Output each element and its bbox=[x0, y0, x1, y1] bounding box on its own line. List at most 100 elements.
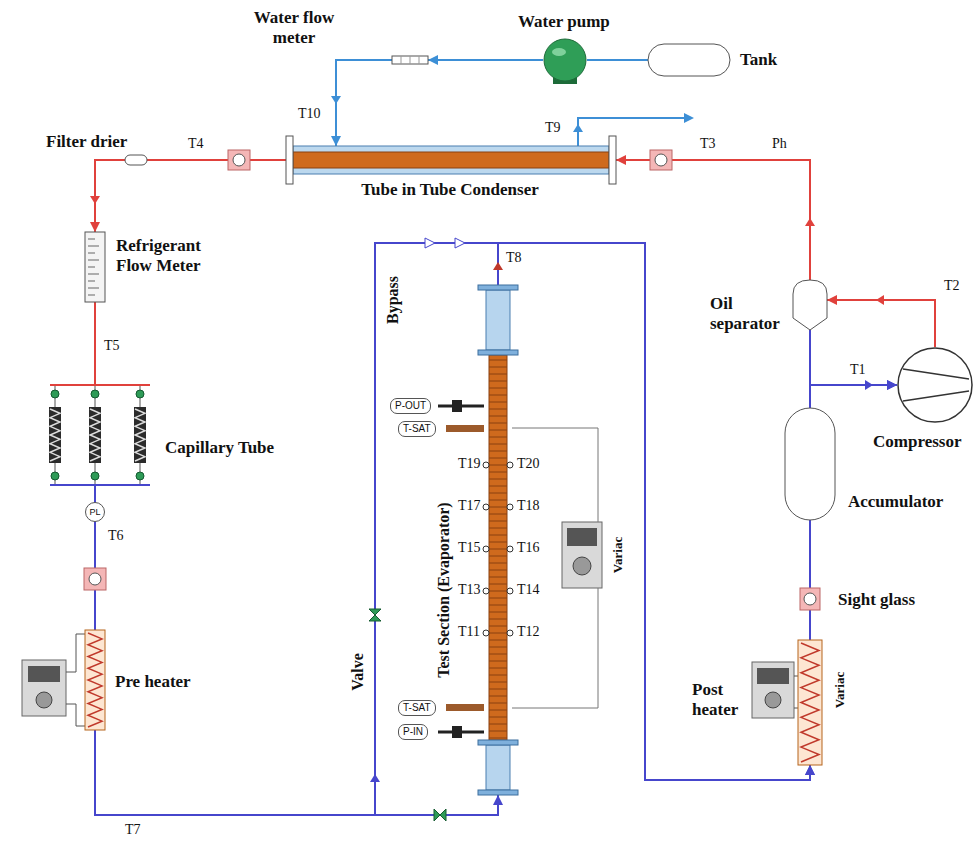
component-label: Filter drier bbox=[46, 132, 127, 152]
flow-meter-shape-part bbox=[88, 246, 99, 247]
test-section-shape-part bbox=[483, 504, 489, 510]
test-section-shape-part bbox=[489, 542, 507, 543]
variac-symbol bbox=[22, 428, 798, 726]
accumulator-shape-part bbox=[785, 408, 835, 520]
test-section-shape-part bbox=[489, 381, 507, 382]
test-section-shape-part bbox=[489, 437, 507, 438]
refrigerant-pipe bbox=[810, 385, 897, 408]
capillary-tube-shape-part bbox=[89, 407, 101, 463]
water-tank-shape-part bbox=[648, 44, 730, 76]
heater-shape-part bbox=[85, 630, 105, 730]
component-label: Capillary Tube bbox=[165, 438, 274, 458]
sensor-label: T-SAT bbox=[398, 421, 436, 437]
test-section-shape-part bbox=[489, 696, 507, 697]
variac-symbol-part bbox=[794, 676, 798, 708]
heater: Pre heater bbox=[85, 630, 105, 730]
condenser-shape-part bbox=[293, 152, 609, 168]
test-section-shape-part bbox=[489, 661, 507, 662]
sight-glass-part bbox=[84, 568, 106, 590]
oil-separator-shape bbox=[793, 280, 827, 330]
measurement-point: T12 bbox=[517, 624, 540, 640]
refrigerant-pipe bbox=[95, 730, 498, 815]
capillary-tube-shape-part bbox=[50, 484, 150, 486]
test-section-shape-part bbox=[489, 521, 507, 522]
variac-symbol-part bbox=[512, 428, 598, 708]
test-section-shape-part bbox=[489, 479, 507, 480]
test-section-shape-part bbox=[486, 745, 510, 790]
test-section-shape-part bbox=[489, 472, 507, 473]
test-section-shape-part bbox=[489, 355, 507, 740]
test-section-shape-part bbox=[489, 507, 507, 508]
water-pump-shape bbox=[543, 38, 587, 82]
test-section-shape-part bbox=[489, 682, 507, 683]
test-section-shape-part bbox=[483, 630, 489, 636]
variac-symbol-part bbox=[573, 557, 591, 575]
flow-meter-shape-part bbox=[88, 260, 99, 261]
test-section-shape-part bbox=[489, 416, 507, 417]
test-section-shape-part bbox=[478, 790, 518, 795]
component-label: Tube in Tube Condenser bbox=[320, 180, 580, 200]
refrigerant-pipe bbox=[809, 610, 811, 640]
test-section-shape-part bbox=[489, 563, 507, 564]
test-section-shape-part bbox=[489, 570, 507, 571]
capillary-tube-shape-part bbox=[51, 390, 59, 398]
sight-glass bbox=[84, 150, 672, 590]
flow-meter-shape bbox=[85, 232, 105, 302]
measurement-point: T2 bbox=[944, 278, 960, 294]
test-section-shape-part bbox=[483, 588, 489, 594]
refrigerant-pipe bbox=[428, 59, 543, 61]
sight-glass-part bbox=[233, 154, 245, 166]
sight-glass-shape-part bbox=[800, 588, 820, 610]
test-section-shape-part bbox=[489, 633, 507, 634]
sensor-symbol-part bbox=[446, 425, 484, 432]
filter-drier-shape-part bbox=[125, 155, 147, 165]
measurement-point: T13 bbox=[458, 582, 481, 598]
variac-symbol-part bbox=[28, 666, 60, 682]
water-tank: Tank bbox=[648, 44, 730, 76]
test-section-shape-part bbox=[478, 285, 518, 290]
test-section-shape bbox=[484, 285, 512, 795]
heater-shape-part bbox=[88, 633, 102, 727]
measurement-point: T9 bbox=[545, 120, 561, 136]
sensor-symbol-part bbox=[452, 400, 462, 412]
capillary-tube: Capillary Tube bbox=[45, 385, 155, 485]
condenser: Tube in Tube Condenser bbox=[286, 146, 616, 174]
test-section-shape-part bbox=[489, 717, 507, 718]
test-section-shape-part bbox=[507, 504, 513, 510]
variac-symbol-part bbox=[765, 692, 781, 708]
measurement-point: T14 bbox=[517, 582, 540, 598]
test-section-shape-part bbox=[489, 465, 507, 466]
compressor: Compressor bbox=[897, 347, 973, 423]
test-section-shape-part bbox=[489, 612, 507, 613]
capillary-tube-shape-part bbox=[50, 384, 150, 386]
test-section-shape-part bbox=[489, 458, 507, 459]
flow-meter-shape-part bbox=[88, 281, 95, 282]
capillary-tube-shape bbox=[45, 385, 155, 485]
test-section-shape-part bbox=[486, 290, 510, 350]
measurement-point: T18 bbox=[517, 498, 540, 514]
refrigerant-pipe bbox=[95, 243, 810, 815]
component-label: Water pump bbox=[518, 12, 610, 32]
sensor-label: PL bbox=[85, 502, 105, 522]
flow-arrow-part bbox=[455, 238, 465, 248]
test-section-shape-part bbox=[489, 703, 507, 704]
measurement-point: T10 bbox=[298, 106, 321, 122]
refrigerant-pipe bbox=[498, 243, 810, 780]
capillary-tube-shape-part bbox=[50, 409, 60, 461]
test-section-shape-part bbox=[507, 588, 513, 594]
heater-shape bbox=[798, 640, 822, 765]
water-pump-shape-part bbox=[544, 39, 586, 81]
measurement-point: T20 bbox=[517, 456, 540, 472]
test-section-shape-part bbox=[489, 493, 507, 494]
test-section-shape-part bbox=[489, 374, 507, 375]
component-label: Sight glass bbox=[838, 590, 915, 610]
oil-separator-shape-part bbox=[793, 280, 827, 330]
test-section-shape-part bbox=[489, 577, 507, 578]
water-tank-shape bbox=[648, 44, 730, 76]
component-label: Compressor bbox=[873, 432, 961, 452]
test-section-shape-part bbox=[489, 367, 507, 368]
test-section-shape-part bbox=[489, 388, 507, 389]
flow-meter-shape-part bbox=[85, 232, 105, 302]
measurement-point: T16 bbox=[517, 540, 540, 556]
measurement-point: T11 bbox=[458, 624, 480, 640]
